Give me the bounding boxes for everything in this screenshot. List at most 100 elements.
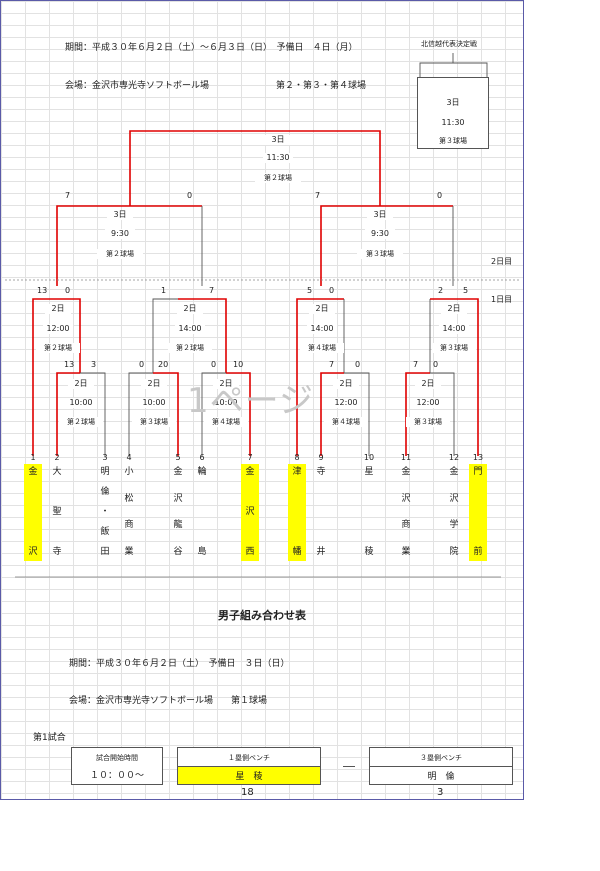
bench3-score: 3 bbox=[437, 787, 444, 798]
game-label: 第1試合 bbox=[33, 733, 66, 743]
bench3-team-cell: 明 倫 bbox=[370, 766, 512, 784]
match-date: 2日 bbox=[441, 304, 467, 314]
team-name-char: 学 bbox=[449, 520, 459, 531]
match-date: 2日 bbox=[415, 379, 441, 389]
match-date: 2日 bbox=[309, 304, 335, 314]
match-field: 第２球場 bbox=[36, 343, 80, 353]
team-name-char: 津 bbox=[292, 467, 302, 477]
score: 13 bbox=[64, 360, 75, 369]
match-time: 9:30 bbox=[105, 229, 135, 239]
team-name-10: 星稜 bbox=[360, 464, 378, 561]
score: 0 bbox=[437, 191, 443, 200]
bench3-team: 明 倫 bbox=[427, 772, 455, 782]
match-field: 第３球場 bbox=[439, 137, 467, 145]
team-name-char: 輪 bbox=[197, 467, 207, 477]
team-number: 5 bbox=[175, 453, 181, 462]
team-name-char: 松 bbox=[124, 493, 134, 504]
match-time: 12:00 bbox=[413, 398, 443, 408]
team-name-char: 院 bbox=[449, 546, 459, 557]
team-name-char: 小 bbox=[124, 467, 134, 477]
match-date: 2日 bbox=[213, 379, 239, 389]
team-name-char: 沢 bbox=[28, 547, 38, 557]
team-name-3: 明倫・飯田 bbox=[96, 464, 114, 561]
match-date: 3日 bbox=[446, 98, 460, 107]
qf-bracket-2 bbox=[152, 298, 178, 373]
team-name-char: 金 bbox=[245, 467, 255, 477]
match-field: 第３球場 bbox=[357, 249, 403, 259]
bracket-lines bbox=[5, 53, 521, 578]
team-name-9: 寺井 bbox=[312, 464, 330, 561]
team-number: 9 bbox=[318, 453, 324, 462]
qf-bracket-2 bbox=[178, 298, 227, 373]
team-name-char: 商 bbox=[401, 520, 411, 531]
team-name-char: 門 bbox=[473, 467, 483, 477]
team-name-6: 輪島 bbox=[193, 464, 211, 561]
team-name-char: 寺 bbox=[316, 467, 326, 477]
semi-bracket-right bbox=[320, 205, 453, 286]
final-date: 3日 bbox=[263, 135, 293, 145]
score: 3 bbox=[91, 360, 97, 369]
team-name-char: 沢 bbox=[173, 493, 183, 504]
start-time-header: 試合開始時間 bbox=[96, 754, 138, 762]
semi-bracket-left bbox=[56, 205, 202, 286]
match-field: 第２球場 bbox=[97, 249, 143, 259]
team-number: 3 bbox=[102, 453, 108, 462]
qf-bracket-1 bbox=[57, 298, 81, 373]
match-date: 2日 bbox=[177, 304, 203, 314]
start-time-value: １０：００～ bbox=[89, 771, 144, 781]
match-field: 第４球場 bbox=[300, 343, 344, 353]
qf-bracket-4 bbox=[430, 298, 479, 456]
page-watermark: 1ページ bbox=[187, 381, 314, 421]
team-name-5: 金沢龍谷 bbox=[169, 464, 187, 561]
match-field: 第２球場 bbox=[59, 417, 103, 427]
team-name-char: ・ bbox=[100, 507, 110, 517]
team-name-char: 沢 bbox=[401, 493, 411, 504]
score: 13 bbox=[37, 286, 48, 295]
match-time: 12:00 bbox=[43, 324, 73, 334]
score: 7 bbox=[329, 360, 335, 369]
team-name-4: 小松商業 bbox=[120, 464, 138, 561]
team-name-char: 井 bbox=[316, 547, 326, 557]
score: 0 bbox=[65, 286, 71, 295]
score: 5 bbox=[307, 286, 313, 295]
match-time: 9:30 bbox=[365, 229, 395, 239]
bench1-team: 星 稜 bbox=[235, 772, 263, 782]
bench3-box: ３塁側ベンチ 明 倫 bbox=[369, 747, 513, 785]
team-number: 6 bbox=[199, 453, 205, 462]
match-field: 第３球場 bbox=[432, 343, 476, 353]
team-name-char: 田 bbox=[100, 547, 110, 557]
score: 0 bbox=[211, 360, 217, 369]
match-field: 第３球場 bbox=[406, 417, 450, 427]
team-number: 7 bbox=[247, 453, 253, 462]
team-name-char: 金 bbox=[449, 467, 459, 477]
score: 1 bbox=[161, 286, 167, 295]
match-date: 2日 bbox=[68, 379, 94, 389]
bench3-header: ３塁側ベンチ bbox=[420, 754, 462, 762]
score: 7 bbox=[65, 191, 71, 200]
match-date: 2日 bbox=[333, 379, 359, 389]
score: 2 bbox=[438, 286, 444, 295]
match-time: 10:00 bbox=[211, 398, 241, 408]
team-name-char: 業 bbox=[124, 546, 134, 557]
team-name-char: 沢 bbox=[245, 507, 255, 517]
r1-bracket-4 bbox=[320, 372, 344, 456]
match-date: 2日 bbox=[141, 379, 167, 389]
team-name-char: 沢 bbox=[449, 493, 459, 504]
section-title: 男子組み合わせ表 bbox=[218, 609, 306, 622]
match-date: 3日 bbox=[367, 210, 393, 220]
final-time: 11:30 bbox=[263, 153, 293, 163]
team-name-char: 商 bbox=[124, 520, 134, 531]
team-number: 10 bbox=[363, 453, 375, 462]
team-name-2: 大聖寺 bbox=[48, 464, 66, 561]
r1-bracket-2-loser bbox=[128, 372, 153, 456]
start-time-box: 試合開始時間 １０：００～ bbox=[71, 747, 163, 785]
team-number: 11 bbox=[400, 453, 412, 462]
score: 0 bbox=[355, 360, 361, 369]
team-name-char: 金 bbox=[173, 467, 183, 477]
team-name-char: 倫 bbox=[100, 487, 110, 497]
qf-bracket-1 bbox=[32, 298, 57, 456]
hokushin-title: 北信越代表決定戦 bbox=[421, 40, 477, 48]
score: 20 bbox=[158, 360, 169, 369]
team-number: 8 bbox=[294, 453, 300, 462]
team-name-1: 金沢 bbox=[24, 464, 42, 561]
